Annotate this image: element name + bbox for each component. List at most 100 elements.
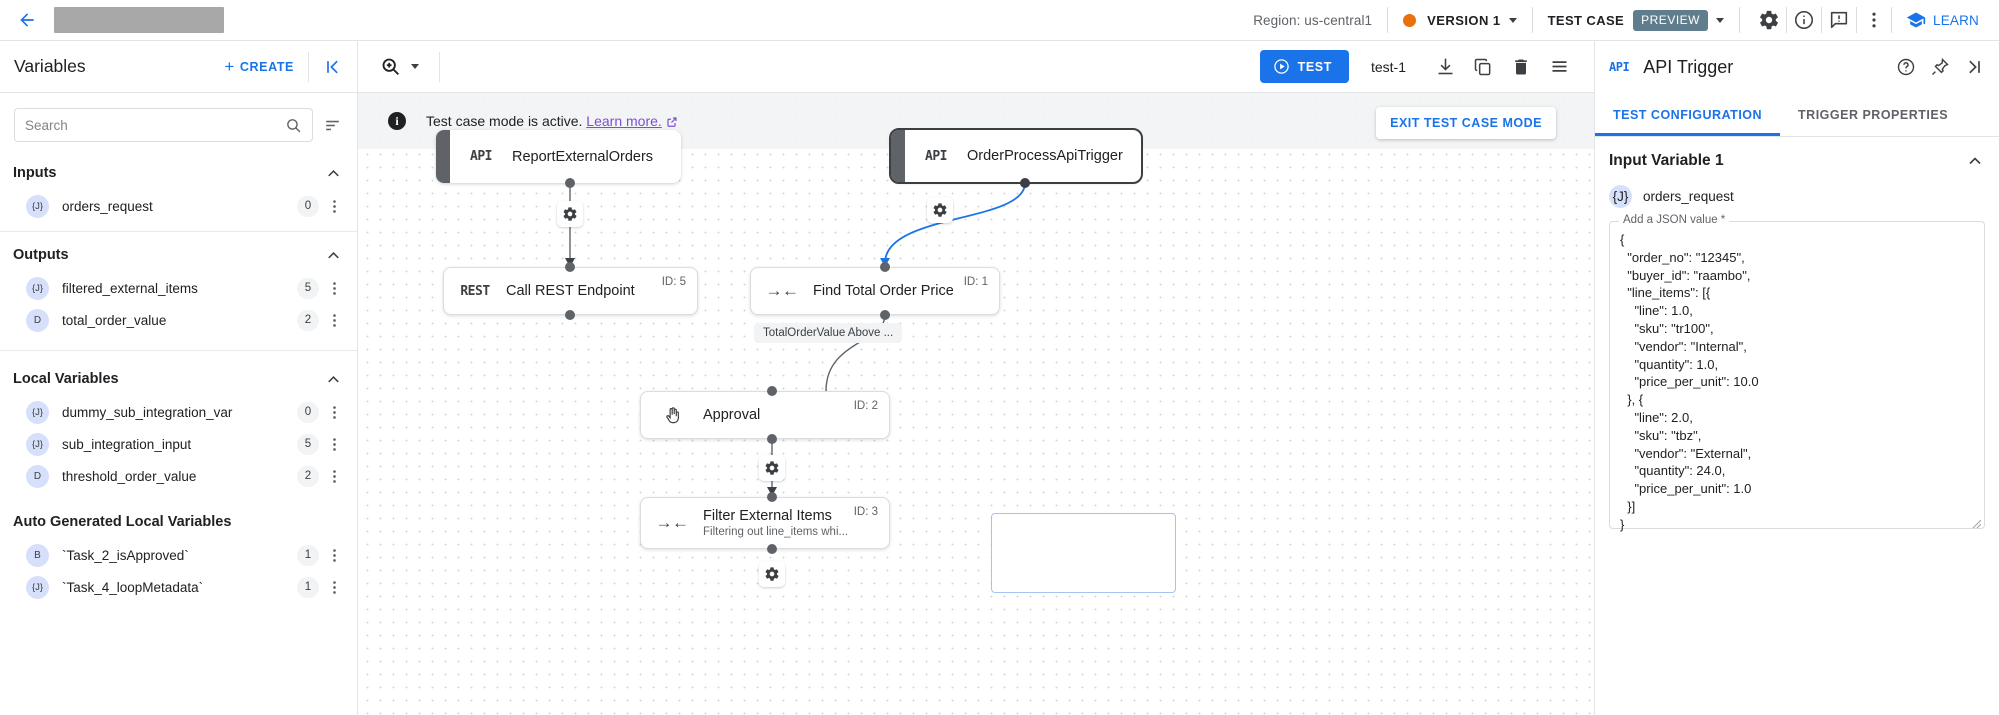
variable-name: filtered_external_items bbox=[62, 280, 198, 296]
divider bbox=[1738, 7, 1740, 33]
workflow-canvas[interactable]: i Test case mode is active. Learn more. … bbox=[358, 93, 1594, 715]
node-output-port[interactable] bbox=[767, 544, 777, 554]
node-output-port[interactable] bbox=[1020, 178, 1030, 188]
node-output-port[interactable] bbox=[565, 178, 575, 188]
row-more-icon[interactable] bbox=[323, 280, 345, 297]
chevron-up-icon[interactable] bbox=[324, 246, 343, 265]
node-output-port[interactable] bbox=[767, 434, 777, 444]
variable-count: 5 bbox=[297, 277, 319, 299]
variable-count: 2 bbox=[297, 465, 319, 487]
variable-row-task-2-isapproved[interactable]: B `Task_2_isApproved` 1 bbox=[0, 539, 357, 571]
node-input-port[interactable] bbox=[767, 492, 777, 502]
row-more-icon[interactable] bbox=[323, 436, 345, 453]
variable-row-threshold-order-value[interactable]: D threshold_order_value 2 bbox=[0, 460, 357, 492]
section-header-auto-generated[interactable]: Auto Generated Local Variables bbox=[0, 505, 357, 539]
section-title: Auto Generated Local Variables bbox=[13, 514, 232, 530]
section-header-outputs[interactable]: Outputs bbox=[0, 238, 357, 272]
variable-row-orders-request[interactable]: {J} orders_request 0 bbox=[0, 190, 357, 222]
node-output-port[interactable] bbox=[565, 310, 575, 320]
node-filter-external-items[interactable]: →← Filter External Items Filtering out l… bbox=[640, 497, 890, 549]
variable-row-filtered-external-items[interactable]: {J} filtered_external_items 5 bbox=[0, 272, 357, 304]
download-icon[interactable] bbox=[1426, 48, 1464, 86]
info-icon[interactable] bbox=[1787, 3, 1821, 37]
variable-row-task-4-loopmetadata[interactable]: {J} `Task_4_loopMetadata` 1 bbox=[0, 571, 357, 603]
chevron-up-icon[interactable] bbox=[324, 370, 343, 389]
section-header-inputs[interactable]: Inputs bbox=[0, 156, 357, 190]
type-badge-json: {J} bbox=[26, 432, 49, 456]
version-status-dot bbox=[1403, 13, 1417, 27]
node-input-port[interactable] bbox=[767, 386, 777, 396]
variable-name: sub_integration_input bbox=[62, 436, 192, 452]
tab-test-configuration[interactable]: TEST CONFIGURATION bbox=[1595, 93, 1780, 136]
variable-row-sub-integration-input[interactable]: {J} sub_integration_input 5 bbox=[0, 428, 357, 460]
help-icon[interactable] bbox=[1889, 50, 1923, 84]
divider bbox=[0, 350, 357, 351]
node-order-process-api-trigger[interactable]: API OrderProcessApiTrigger bbox=[889, 128, 1143, 184]
sort-icon[interactable] bbox=[321, 116, 343, 135]
row-more-icon[interactable] bbox=[323, 468, 345, 485]
node-call-rest-endpoint[interactable]: REST Call REST Endpoint ID: 5 bbox=[443, 267, 698, 315]
section-title: Local Variables bbox=[13, 371, 119, 387]
variable-name: `Task_4_loopMetadata` bbox=[62, 579, 204, 595]
chevron-up-icon[interactable] bbox=[1965, 151, 1985, 171]
section-header-local-variables[interactable]: Local Variables bbox=[0, 362, 357, 396]
search-input-wrapper[interactable] bbox=[14, 108, 313, 142]
version-selector[interactable]: VERSION 1 bbox=[1388, 0, 1531, 41]
edge-gear-icon[interactable] bbox=[557, 201, 583, 227]
list-icon[interactable] bbox=[1540, 48, 1578, 86]
pin-icon[interactable] bbox=[1923, 50, 1957, 84]
row-more-icon[interactable] bbox=[323, 312, 345, 329]
create-variable-button[interactable]: + CREATE bbox=[224, 58, 308, 75]
variable-row-dummy-sub-integration-var[interactable]: {J} dummy_sub_integration_var 0 bbox=[0, 396, 357, 428]
json-field-label: Add a JSON value * bbox=[1619, 214, 1730, 226]
row-more-icon[interactable] bbox=[323, 579, 345, 596]
search-input[interactable] bbox=[25, 117, 285, 133]
node-input-port[interactable] bbox=[565, 262, 575, 272]
type-badge-json: {J} bbox=[1609, 185, 1632, 208]
exit-test-case-mode-button[interactable]: EXIT TEST CASE MODE bbox=[1376, 107, 1556, 139]
zoom-control[interactable] bbox=[374, 56, 425, 77]
divider bbox=[1387, 7, 1389, 33]
tab-trigger-properties[interactable]: TRIGGER PROPERTIES bbox=[1798, 107, 1949, 122]
variable-count: 5 bbox=[297, 433, 319, 455]
variable-row-total-order-value[interactable]: D total_order_value 2 bbox=[0, 304, 357, 336]
row-more-icon[interactable] bbox=[323, 198, 345, 215]
row-more-icon[interactable] bbox=[323, 547, 345, 564]
copy-icon[interactable] bbox=[1464, 48, 1502, 86]
more-vert-icon[interactable] bbox=[1857, 3, 1891, 37]
back-arrow-icon[interactable] bbox=[14, 7, 40, 33]
node-output-port[interactable] bbox=[880, 310, 890, 320]
collapse-right-panel-icon[interactable] bbox=[1957, 50, 1991, 84]
input-variable-header[interactable]: Input Variable 1 bbox=[1609, 137, 1985, 185]
learn-button[interactable]: LEARN bbox=[1892, 10, 1989, 30]
row-more-icon[interactable] bbox=[323, 404, 345, 421]
test-case-name[interactable]: test-1 bbox=[1370, 58, 1406, 75]
variable-name: threshold_order_value bbox=[62, 468, 197, 484]
variable-count: 1 bbox=[297, 576, 319, 598]
node-task-id: ID: 5 bbox=[661, 276, 686, 288]
collapse-left-panel-icon[interactable] bbox=[309, 57, 357, 77]
node-approval[interactable]: Approval ID: 2 bbox=[640, 391, 890, 439]
json-value-text[interactable]: { "order_no": "12345", "buyer_id": "raam… bbox=[1620, 232, 1759, 532]
canvas-selection-box[interactable] bbox=[991, 513, 1176, 593]
variables-list[interactable]: Inputs {J} orders_request 0 Outputs bbox=[0, 93, 357, 715]
edge-gear-icon[interactable] bbox=[927, 197, 953, 223]
test-button[interactable]: TEST bbox=[1259, 50, 1349, 83]
graduation-cap-icon bbox=[1906, 12, 1926, 28]
resize-handle-icon[interactable] bbox=[1971, 515, 1982, 529]
test-case-selector[interactable]: TEST CASE PREVIEW bbox=[1533, 0, 1739, 41]
chevron-up-icon[interactable] bbox=[324, 164, 343, 183]
edge-gear-icon[interactable] bbox=[759, 561, 785, 587]
learn-more-link[interactable]: Learn more. bbox=[586, 113, 662, 129]
edge-gear-icon[interactable] bbox=[759, 455, 785, 481]
json-value-field[interactable]: Add a JSON value * { "order_no": "12345"… bbox=[1609, 214, 1985, 532]
gear-icon[interactable] bbox=[1752, 3, 1786, 37]
node-input-port[interactable] bbox=[880, 262, 890, 272]
node-label: Approval bbox=[703, 407, 761, 423]
node-find-total-order-price[interactable]: →← Find Total Order Price ID: 1 bbox=[750, 267, 1000, 315]
edge-condition-label[interactable]: TotalOrderValue Above ... bbox=[754, 323, 903, 343]
node-label: Call REST Endpoint bbox=[506, 283, 635, 299]
node-report-external-orders[interactable]: API ReportExternalOrders bbox=[436, 130, 681, 183]
feedback-icon[interactable] bbox=[1822, 3, 1856, 37]
delete-icon[interactable] bbox=[1502, 48, 1540, 86]
